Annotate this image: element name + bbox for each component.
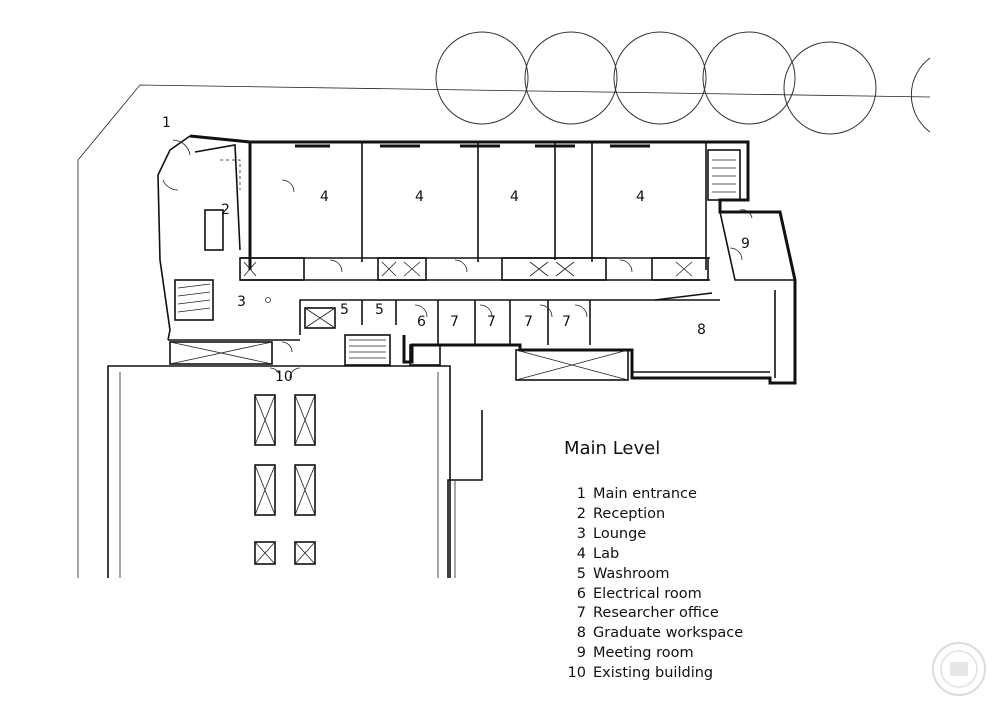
legend-text: Lounge (593, 525, 647, 542)
legend-item: 6 Electrical room (564, 585, 743, 605)
room-label: 4 (510, 189, 519, 205)
room-label: 9 (741, 236, 750, 252)
room-label: 7 (562, 314, 571, 330)
legend-text: Graduate workspace (593, 625, 744, 642)
tree (613, 31, 707, 125)
doors (162, 139, 753, 379)
property-line (77, 84, 931, 578)
legend-text: Washroom (593, 565, 670, 582)
existing-building (107, 365, 483, 578)
room-label: 7 (524, 314, 533, 330)
legend-number: 1 (576, 486, 586, 502)
legend-text: Researcher office (593, 605, 719, 622)
duct-boxes (239, 257, 709, 281)
legend-number: 6 (576, 585, 586, 602)
legend: Main Level 1 Main entrance 2 Reception 3 Loun… (564, 438, 743, 684)
room-label: 5 (375, 302, 384, 318)
room-label: 4 (320, 189, 329, 205)
room-labels: 1 2 3 4 4 4 4 5 5 6 7 7 7 7 8 9 10 (162, 115, 750, 385)
legend-list: 1 Main entrance 2 Reception 3 Lounge 4 Lab 5 Wash… (564, 485, 744, 684)
legend-item: 7 Researcher office (564, 604, 743, 624)
room-label: 2 (221, 202, 230, 218)
tree (524, 31, 618, 125)
tree-partial (910, 57, 931, 133)
legend-text: Lab (593, 545, 620, 562)
tree (435, 31, 529, 125)
watermark-logo-icon (932, 642, 986, 696)
room-label: 6 (417, 314, 426, 330)
legend-item: 2 Reception (564, 505, 743, 525)
legend-number: 7 (576, 605, 586, 622)
stairs (174, 149, 741, 366)
legend-number: 2 (576, 505, 586, 522)
shafts (169, 307, 629, 381)
tree (783, 41, 877, 135)
legend-item: 4 Lab (564, 545, 743, 565)
legend-number: 10 (567, 665, 586, 682)
legend-text: Meeting room (593, 645, 694, 662)
plan-title: Main Level (564, 438, 661, 459)
room-label: 10 (275, 369, 293, 385)
legend-text: Reception (593, 505, 666, 522)
room-label: 4 (415, 189, 424, 205)
reception-desk (194, 144, 241, 251)
legend-item: 5 Washroom (564, 565, 743, 585)
tree-row (435, 31, 931, 135)
legend-item: 1 Main entrance (564, 485, 743, 505)
legend-text: Existing building (593, 665, 714, 682)
legend-number: 5 (576, 565, 586, 582)
room-label: 3 (237, 294, 246, 310)
legend-number: 4 (576, 545, 586, 562)
legend-text: Electrical room (593, 585, 702, 602)
legend-item: 10 Existing building (564, 664, 743, 684)
legend-number: 9 (576, 645, 586, 662)
room-label: 8 (697, 322, 706, 338)
room-label: 1 (162, 115, 171, 131)
legend-item: 8 Graduate workspace (564, 624, 743, 644)
room-label: 7 (450, 314, 459, 330)
tree (702, 31, 796, 125)
legend-item: 3 Lounge (564, 525, 743, 545)
legend-item: 9 Meeting room (564, 644, 743, 664)
legend-text: Main entrance (593, 486, 697, 502)
legend-number: 8 (576, 625, 586, 642)
room-label: 5 (340, 302, 349, 318)
room-label: 7 (487, 314, 496, 330)
room-label: 4 (636, 189, 645, 205)
legend-number: 3 (576, 525, 586, 542)
